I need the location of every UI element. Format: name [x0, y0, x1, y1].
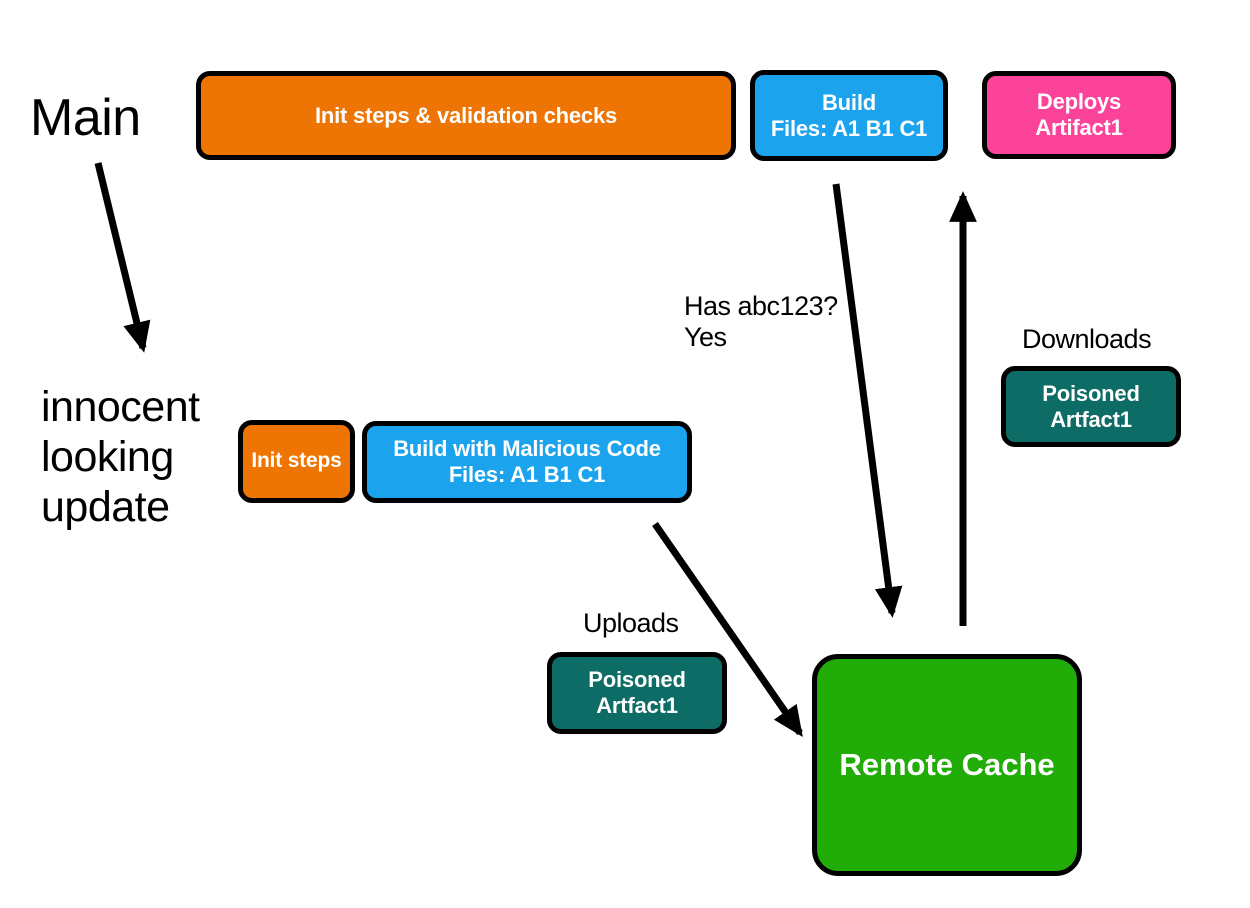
arrow-main-to-feature [94, 162, 151, 353]
branch-label-main: Main [30, 89, 141, 147]
node-poisoned-artifact-upload[interactable]: Poisoned Artfact1 [547, 652, 727, 734]
branch-label-feature: innocent looking update [41, 383, 200, 531]
node-init-steps-validation-checks[interactable]: Init steps & validation checks [196, 71, 736, 160]
node-build-main[interactable]: Build Files: A1 B1 C1 [750, 70, 948, 161]
node-poisoned-artifact-download[interactable]: Poisoned Artfact1 [1001, 366, 1181, 447]
annotation-cache-lookup: Has abc123? Yes [684, 291, 838, 353]
node-init-steps[interactable]: Init steps [238, 420, 355, 503]
node-deploys-artifact1[interactable]: Deploys Artifact1 [982, 71, 1176, 159]
node-build-with-malicious-code[interactable]: Build with Malicious Code Files: A1 B1 C… [362, 421, 692, 503]
annotation-uploads: Uploads [583, 608, 679, 638]
annotation-downloads: Downloads [1022, 324, 1152, 354]
node-remote-cache[interactable]: Remote Cache [812, 654, 1082, 876]
arrow-build-to-cache [832, 183, 903, 618]
